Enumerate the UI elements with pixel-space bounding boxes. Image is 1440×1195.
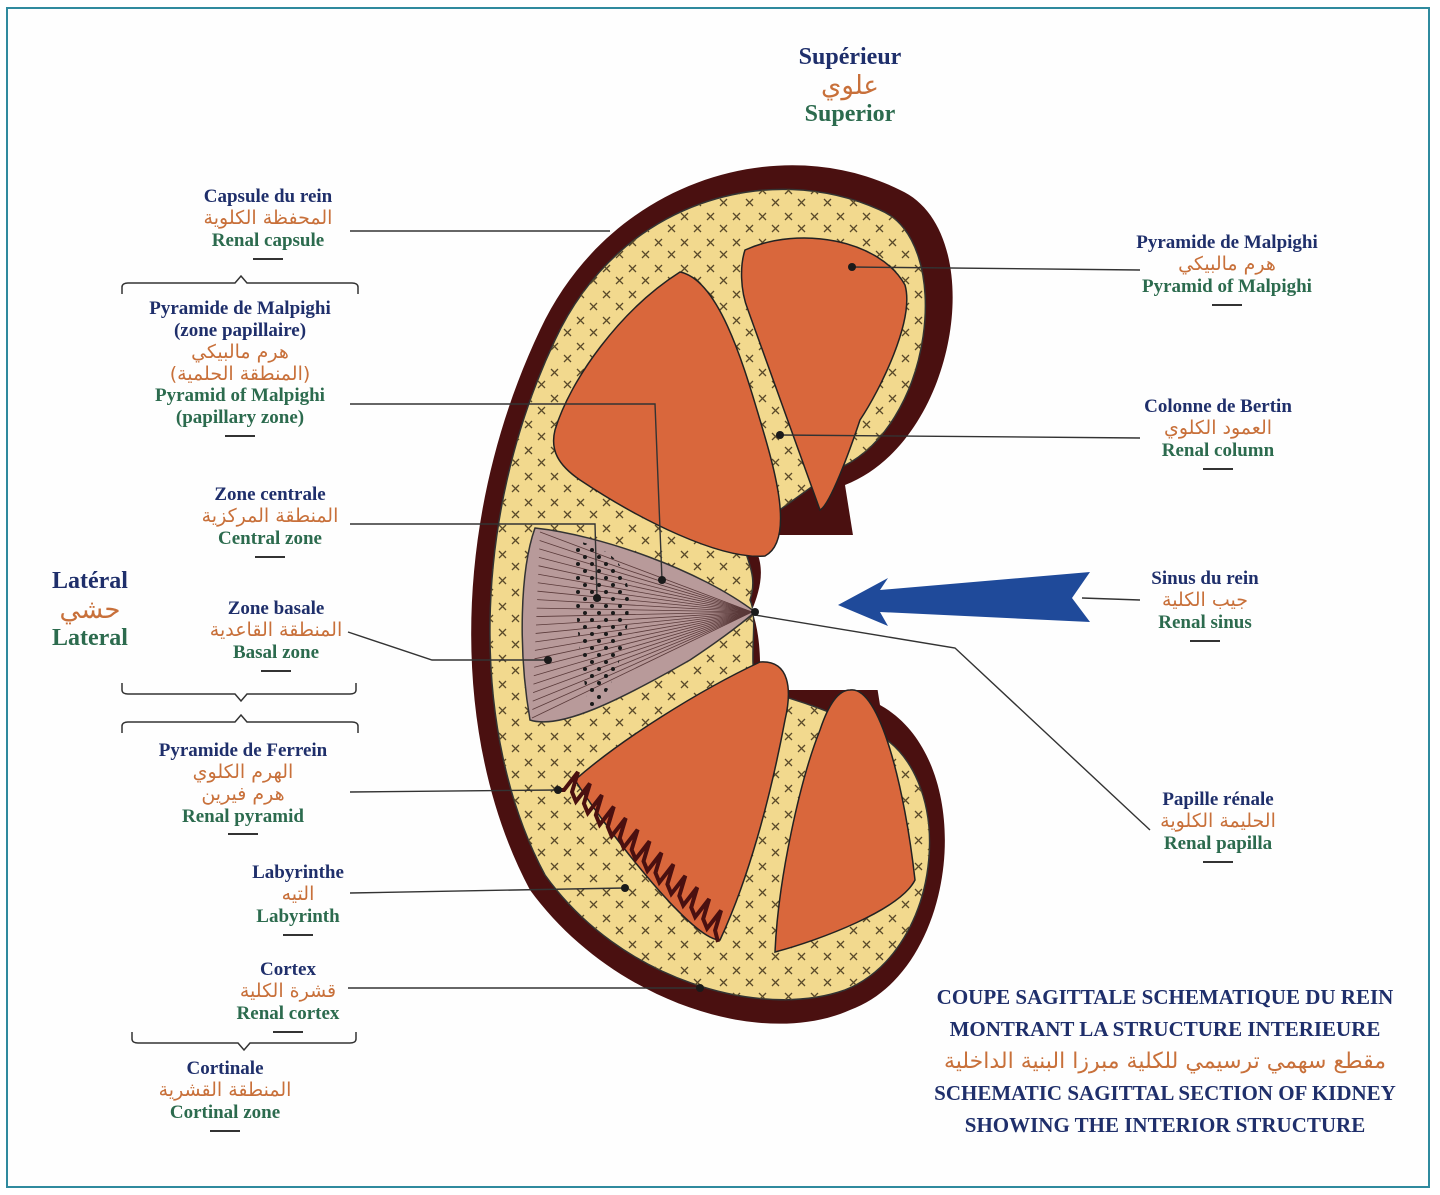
underline xyxy=(253,258,283,260)
label-renal-pyramid: Pyramide de Ferrein الهرم الكلوي هرم فير… xyxy=(143,740,343,835)
title-en-line2: SHOWING THE INTERIOR STRUCTURE xyxy=(905,1110,1425,1142)
title-ar: مقطع سهمي ترسيمي للكلية مبرزا البنية الد… xyxy=(905,1045,1425,1078)
label-cortinal-zone: Cortinale المنطقة القشرية Cortinal zone xyxy=(145,1058,305,1132)
label-basal-zone: Zone basale المنطقة القاعدية Basal zone xyxy=(176,598,376,672)
underline xyxy=(228,833,258,835)
underline xyxy=(1212,304,1242,306)
underline xyxy=(1203,861,1233,863)
superior-ar: علوي xyxy=(770,72,930,102)
underline xyxy=(273,1031,303,1033)
superior-fr: Supérieur xyxy=(770,44,930,72)
lateral-en: Lateral xyxy=(20,625,160,653)
underline xyxy=(1190,640,1220,642)
diagram-title: COUPE SAGITTALE SCHEMATIQUE DU REIN MONT… xyxy=(905,982,1425,1141)
lateral-ar: حشي xyxy=(20,596,160,626)
title-fr-line2: MONTRANT LA STRUCTURE INTERIEURE xyxy=(905,1014,1425,1046)
label-renal-cortex: Cortex قشرة الكلية Renal cortex xyxy=(208,959,368,1033)
underline xyxy=(1203,468,1233,470)
label-renal-sinus: Sinus du rein جيب الكلية Renal sinus xyxy=(1125,568,1285,642)
label-central-zone: Zone centrale المنطقة المركزية Central z… xyxy=(170,484,370,558)
lateral-fr: Latéral xyxy=(20,568,160,596)
label-renal-capsule: Capsule du rein المحفظة الكلوية Renal ca… xyxy=(168,186,368,260)
underline xyxy=(283,934,313,936)
label-pyramid-papillary: Pyramide de Malpighi (zone papillaire) ه… xyxy=(130,298,350,437)
label-renal-papilla: Papille rénale الحليمة الكلوية Renal pap… xyxy=(1128,789,1308,863)
underline xyxy=(225,435,255,437)
label-lateral: Latéral حشي Lateral xyxy=(20,568,160,653)
title-en-line1: SCHEMATIC SAGITTAL SECTION OF KIDNEY xyxy=(905,1078,1425,1110)
underline xyxy=(255,556,285,558)
label-pyramid-malpighi: Pyramide de Malpighi هرم مالبيكي Pyramid… xyxy=(1117,232,1337,306)
label-labyrinth: Labyrinthe التيه Labyrinth xyxy=(218,862,378,936)
superior-en: Superior xyxy=(770,101,930,129)
underline xyxy=(210,1130,240,1132)
title-fr-line1: COUPE SAGITTALE SCHEMATIQUE DU REIN xyxy=(905,982,1425,1014)
label-superior: Supérieur علوي Superior xyxy=(770,44,930,129)
underline xyxy=(261,670,291,672)
label-renal-column: Colonne de Bertin العمود الكلوي Renal co… xyxy=(1118,396,1318,470)
